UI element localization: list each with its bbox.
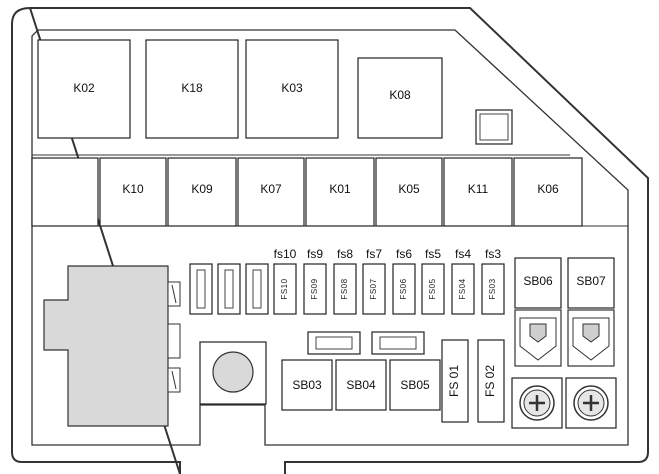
relay-k07[interactable]: K07 [237, 157, 305, 227]
fusible-link-sb07-label: SB07 [576, 274, 606, 288]
fuse-fs01-label: FS 01 [447, 365, 461, 397]
relay-k11[interactable]: K11 [443, 157, 513, 227]
fuse-fs7-label: fs7 [366, 247, 382, 261]
relay-k05-label: K05 [398, 182, 420, 196]
horizontal-fuse-slot [307, 331, 361, 355]
main-connector [43, 265, 181, 427]
fuse-fs3[interactable]: fs3 FS03 [481, 247, 505, 315]
relay-k18[interactable]: K18 [145, 39, 239, 139]
relay-k10[interactable]: K10 [99, 157, 167, 227]
relay-k08[interactable]: K08 [357, 57, 443, 139]
relay-k01[interactable]: K01 [305, 157, 375, 227]
fuse-fs10-code: FS10 [280, 278, 289, 299]
fuse-sb05-label: SB05 [400, 378, 430, 392]
blank-fuse-slot [245, 263, 269, 315]
fuse-fs4-code: FS04 [458, 278, 467, 299]
terminal-screw-icon [511, 377, 563, 429]
fuse-fs6[interactable]: fs6 FS06 [392, 247, 416, 315]
fuse-sb04-label: SB04 [346, 378, 376, 392]
relay-k02[interactable]: K02 [37, 39, 131, 139]
relay-k03[interactable]: K03 [245, 39, 339, 139]
relay-k05[interactable]: K05 [375, 157, 443, 227]
fuse-fs6-code: FS06 [399, 278, 408, 299]
fuse-fs8[interactable]: fs8 FS08 [333, 247, 357, 315]
horizontal-fuse-slot [371, 331, 425, 355]
fuse-fs9-code: FS09 [310, 278, 319, 299]
fuse-sb04[interactable]: SB04 [335, 359, 387, 411]
relay-k10-label: K10 [122, 182, 144, 196]
blank-fuse-slot [189, 263, 213, 315]
relay-k09[interactable]: K09 [167, 157, 237, 227]
fuse-box-inner-outline [31, 29, 629, 446]
fuse-fs5-label: fs5 [425, 247, 441, 261]
fusible-link-sb06-label: SB06 [523, 274, 553, 288]
relay-k06[interactable]: K06 [513, 157, 583, 227]
fuse-fs8-code: FS08 [340, 278, 349, 299]
relay-k07-label: K07 [260, 182, 282, 196]
relay-k09-label: K09 [191, 182, 213, 196]
fusible-link-sb06[interactable]: SB06 [514, 257, 562, 367]
fusible-link-sb07[interactable]: SB07 [567, 257, 615, 367]
relay-k11-label: K11 [468, 182, 489, 196]
fuse-fs5-code: FS05 [428, 278, 437, 299]
fuse-fs5[interactable]: fs5 FS05 [421, 247, 445, 315]
fuse-fs4-label: fs4 [455, 247, 471, 261]
relay-k06-label: K06 [537, 182, 559, 196]
relay-k08-label: K08 [389, 88, 411, 102]
fuse-fs3-label: fs3 [485, 247, 501, 261]
fuse-fs7-code: FS07 [369, 278, 378, 299]
fuse-fs10-label: fs10 [274, 247, 297, 261]
fuse-fs02[interactable]: FS 02 [477, 339, 505, 423]
fuse-sb03[interactable]: SB03 [281, 359, 333, 411]
fuse-fs7[interactable]: fs7 FS07 [362, 247, 386, 315]
fuse-fs02-label: FS 02 [483, 365, 497, 397]
fuse-fs4[interactable]: fs4 FS04 [451, 247, 475, 315]
terminal-screw-icon [565, 377, 617, 429]
fuse-fs8-label: fs8 [337, 247, 353, 261]
stud-bolt [199, 341, 267, 405]
fuse-fs9[interactable]: fs9 FS09 [303, 247, 327, 315]
relay-k03-label: K03 [281, 81, 303, 95]
small-connector [475, 109, 513, 145]
relay-k01-label: K01 [329, 182, 351, 196]
fuse-fs3-code: FS03 [488, 278, 497, 299]
relay-slot-empty [31, 157, 99, 227]
fuse-sb03-label: SB03 [292, 378, 322, 392]
fuse-fs9-label: fs9 [307, 247, 323, 261]
relay-k02-label: K02 [73, 81, 95, 95]
fuse-fs10[interactable]: fs10 FS10 [273, 247, 297, 315]
fuse-sb05[interactable]: SB05 [389, 359, 441, 411]
relay-k18-label: K18 [181, 81, 203, 95]
fuse-fs01[interactable]: FS 01 [441, 339, 469, 423]
fuse-fs6-label: fs6 [396, 247, 412, 261]
blank-fuse-slot [217, 263, 241, 315]
